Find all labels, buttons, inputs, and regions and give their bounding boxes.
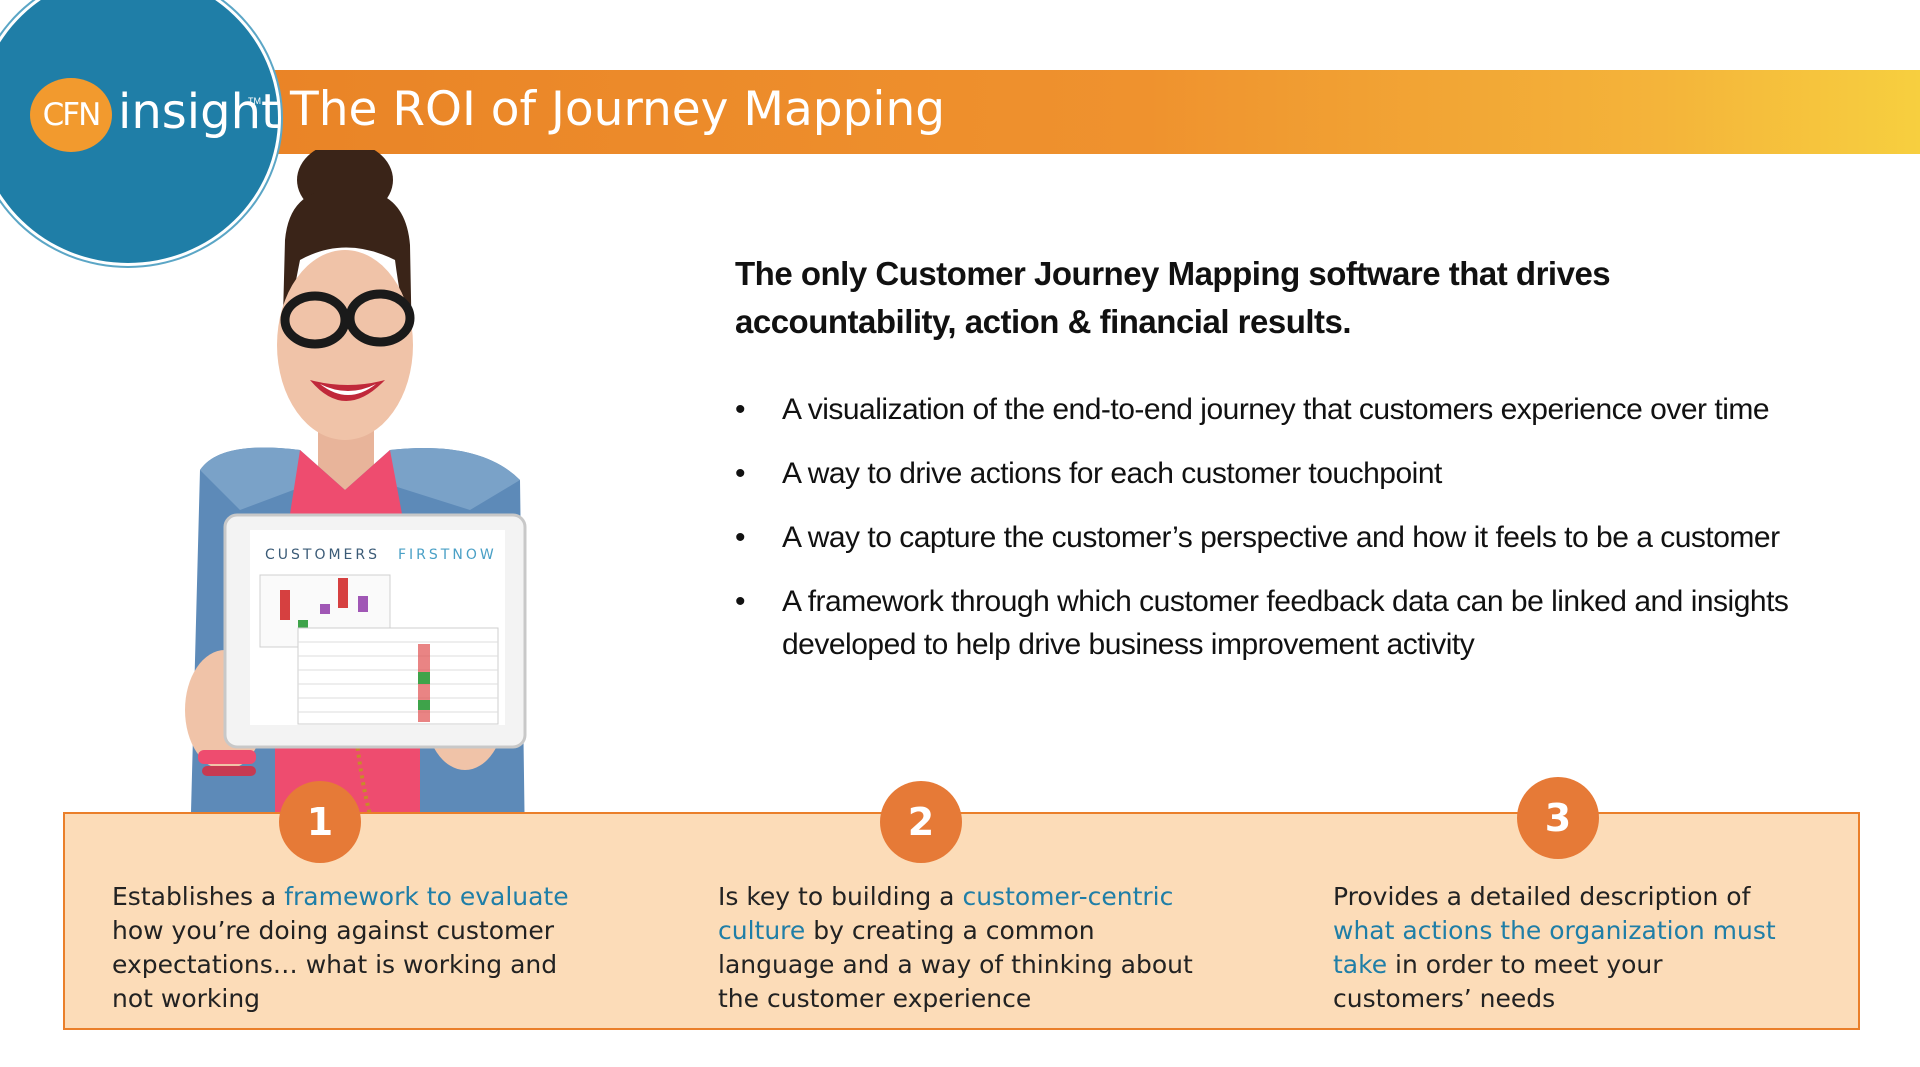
bullet-text: A visualization of the end-to-end journe…	[782, 393, 1770, 426]
bullet-dot-icon: •	[735, 585, 746, 618]
bullet-text: A way to capture the customer’s perspect…	[782, 521, 1780, 554]
list-item: • A framework through which customer feed…	[735, 580, 1815, 666]
title-bar	[200, 70, 1920, 154]
step-2-number: 2	[880, 781, 962, 863]
benefit-list: • A visualization of the end-to-end journ…	[735, 388, 1815, 687]
page-title: The ROI of Journey Mapping	[290, 82, 946, 137]
headline: The only Customer Journey Mapping softwa…	[735, 255, 1611, 340]
step-2-text: Is key to building a customer-centric cu…	[718, 880, 1203, 1016]
step-1-number: 1	[279, 781, 361, 863]
step-3-post: in order to meet your customers’ needs	[1333, 950, 1663, 1013]
logo-mark: CFN	[30, 78, 112, 152]
step-3-pre: Provides a detailed description of	[1333, 882, 1751, 911]
bullet-dot-icon: •	[735, 521, 746, 554]
list-item: • A way to capture the customer’s perspec…	[735, 516, 1815, 559]
step-2-highlight: customer-centric culture	[718, 882, 1174, 945]
bullet-dot-icon: •	[735, 393, 746, 426]
step-3-number: 3	[1517, 777, 1599, 859]
bullet-text: A framework through which customer feedb…	[782, 585, 1789, 661]
list-item: • A way to drive actions for each custome…	[735, 452, 1815, 495]
logo-wordmark: insight	[118, 84, 280, 140]
step-1-post: how you’re doing against customer expect…	[112, 916, 558, 1013]
step-1-pre: Establishes a	[112, 882, 285, 911]
logo-trademark: TM	[248, 96, 261, 106]
step-3-text: Provides a detailed description of what …	[1333, 880, 1798, 1016]
step-1-highlight: framework to evaluate	[284, 882, 569, 911]
list-item: • A visualization of the end-to-end journ…	[735, 388, 1815, 431]
bullet-text: A way to drive actions for each customer…	[782, 457, 1442, 490]
tablet-brand-b: FIRSTNOW	[398, 547, 497, 563]
step-2-post: by creating a common language and a way …	[718, 916, 1193, 1013]
step-1-text: Establishes a framework to evaluate how …	[112, 880, 597, 1016]
tablet-brand-a: CUSTOMERS	[265, 547, 380, 563]
step-3-highlight: what actions the organization must take	[1333, 916, 1776, 979]
step-2-pre: Is key to building a	[718, 882, 963, 911]
bullet-dot-icon: •	[735, 457, 746, 490]
